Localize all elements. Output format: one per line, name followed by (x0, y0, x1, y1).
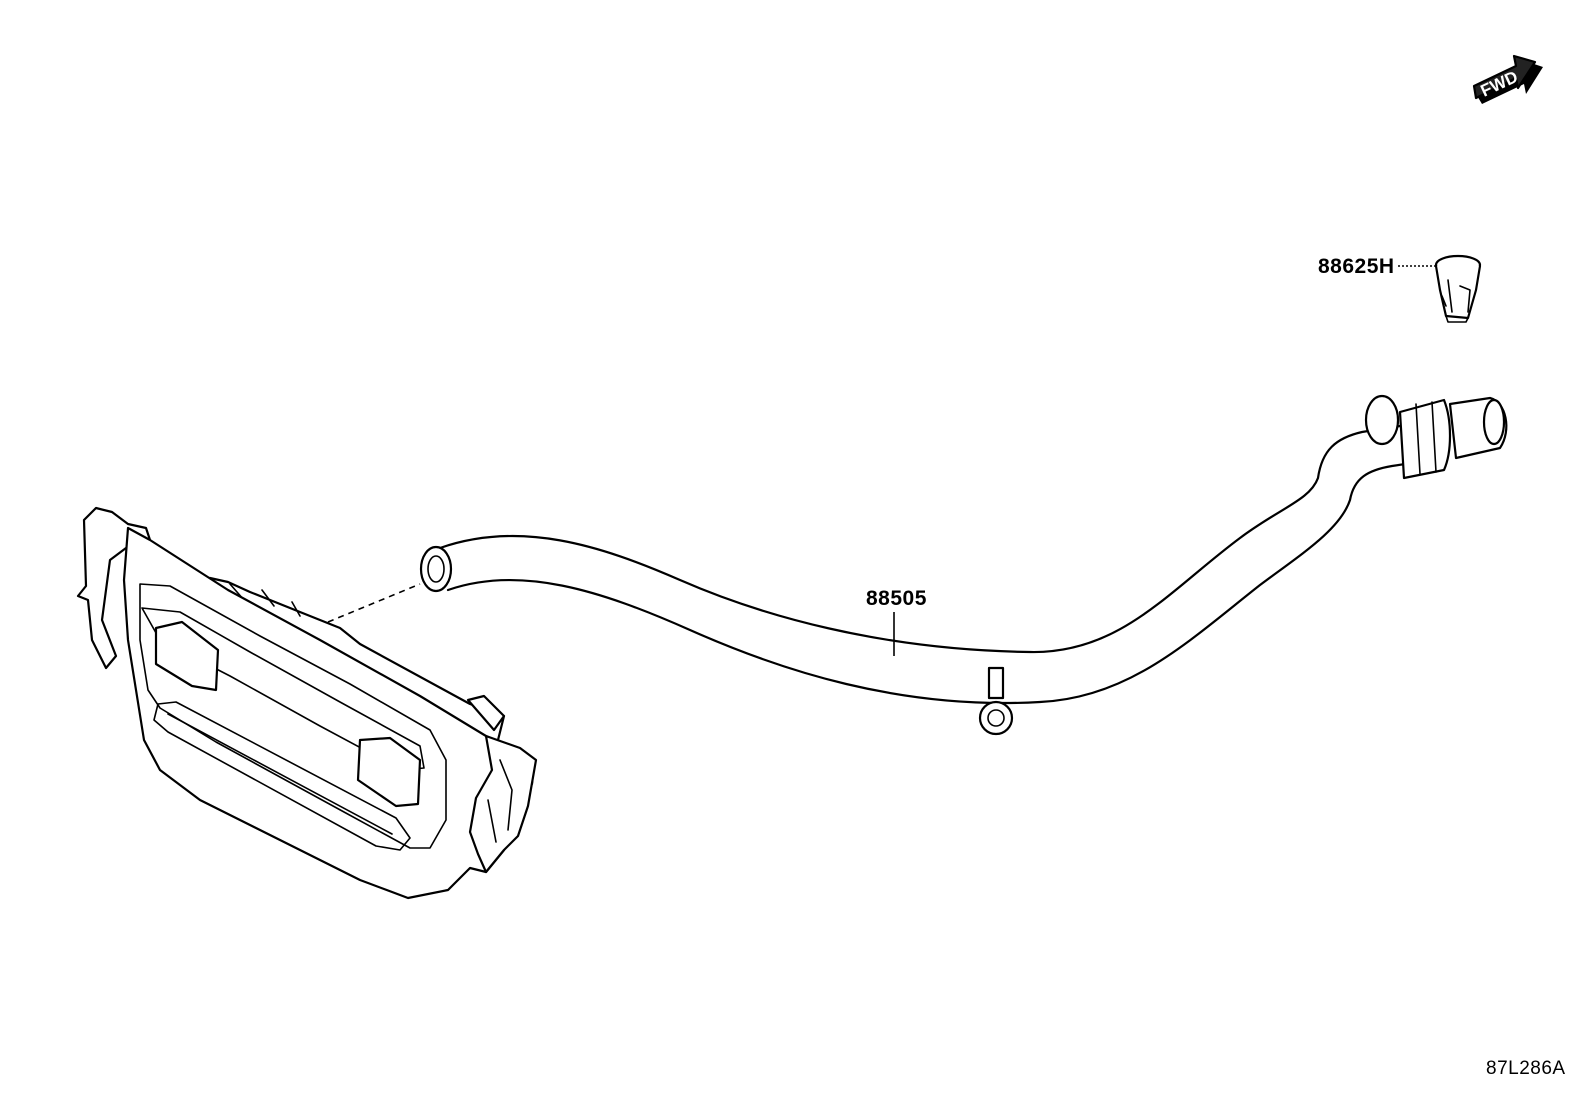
clip-88625h[interactable] (1434, 254, 1482, 323)
forward-arrow-icon: FWD (1472, 54, 1543, 104)
part-number-88505: 88505 (866, 587, 927, 610)
vent-grille-assembly (76, 506, 538, 900)
connection-dash-line (327, 583, 421, 623)
heater-hose-88505[interactable] (419, 394, 1508, 736)
drawing-code: 87L286A (1486, 1058, 1566, 1079)
part-number-88625h: 88625H (1318, 255, 1395, 278)
